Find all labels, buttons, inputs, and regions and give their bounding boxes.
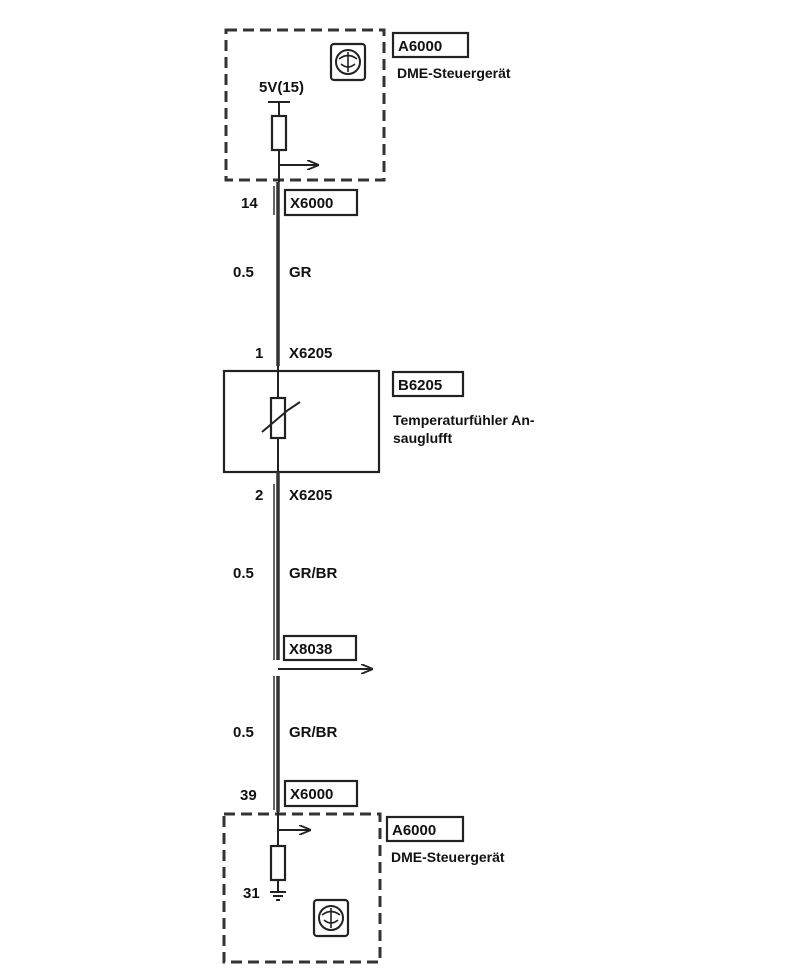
wire-1-color: GR: [289, 264, 312, 281]
bottom-control-unit: 31 A6000 DME-Steuergerät: [222, 812, 505, 964]
top-control-unit: A6000 DME-Steuergerät 5V(15): [224, 28, 511, 182]
ecu-icon: [329, 42, 367, 82]
wire-1-size: 0.5: [233, 264, 254, 281]
bottom-unit-id-box: [385, 815, 465, 843]
connector-top-pin: 14: [241, 195, 258, 212]
connector-bottom-pin: 39: [240, 787, 257, 804]
top-unit-name: DME-Steuergerät: [397, 65, 511, 81]
splice-id-box: [282, 634, 358, 662]
sensor-name-line2: sauglufft: [393, 430, 452, 446]
bottom-unit-dashed-border: [222, 812, 382, 964]
splice-id: X8038: [289, 641, 332, 658]
bottom-unit-id: A6000: [392, 822, 436, 839]
sensor-id: B6205: [398, 377, 442, 394]
wire-3-size: 0.5: [233, 724, 254, 741]
wire-2-size: 0.5: [233, 565, 254, 582]
connector-top-id: X6000: [290, 195, 333, 212]
sensor-pin-top: 1: [255, 345, 263, 362]
connector-bottom-id-box: [283, 779, 359, 808]
sensor-pin-top-id: X6205: [289, 345, 332, 362]
ground-symbol: [270, 891, 286, 901]
sensor-pin-bottom: 2: [255, 487, 263, 504]
sensor-box: [222, 369, 381, 474]
connector-top-id-box: [283, 188, 359, 217]
sensor-id-box: [391, 370, 465, 398]
ecu-icon-bottom: [312, 898, 350, 938]
splice-x8038: X8038: [278, 634, 372, 669]
top-unit-id: A6000: [398, 38, 442, 55]
top-unit-id-box: [391, 31, 470, 59]
temperature-sensor: B6205 Temperaturfühler An- sauglufft: [222, 366, 535, 474]
supply-voltage-label: 5V(15): [259, 79, 304, 96]
ground-resistor: [269, 844, 287, 882]
connector-bottom-id: X6000: [290, 786, 333, 803]
ground-pin: 31: [243, 885, 260, 902]
top-unit-dashed-border: [224, 28, 386, 182]
connector-bottom: 39 X6000: [240, 779, 359, 808]
wire-2-color: GR/BR: [289, 565, 338, 582]
pullup-resistor: [270, 114, 288, 152]
wire-3-color: GR/BR: [289, 724, 338, 741]
sensor-name-line1: Temperaturfühler An-: [393, 412, 535, 428]
sensor-pin-bottom-id: X6205: [289, 487, 332, 504]
bottom-unit-name: DME-Steuergerät: [391, 849, 505, 865]
connector-top: 14 X6000: [241, 188, 359, 217]
